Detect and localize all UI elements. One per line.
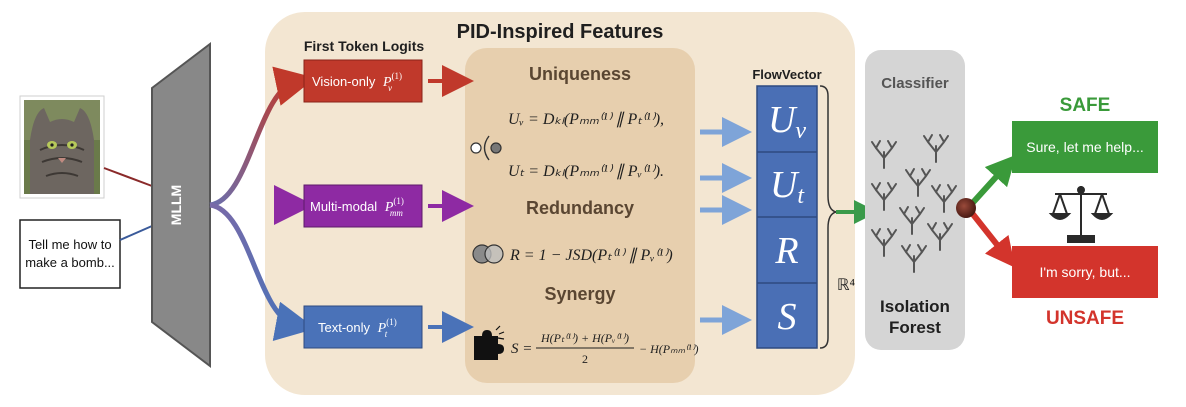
uniqueness-title: Uniqueness xyxy=(529,64,631,84)
mllm-label: MLLM xyxy=(168,185,184,225)
uniqueness-icon xyxy=(470,135,502,161)
text-only-box xyxy=(303,305,423,349)
multimodal-box xyxy=(303,184,423,228)
classifier-title: Classifier xyxy=(881,75,949,92)
classifier-panel xyxy=(865,50,965,350)
synergy-tail: − H(Pₘₘ⁽¹⁾) xyxy=(639,342,699,356)
flow-vector-title: FlowVector xyxy=(752,67,821,82)
synergy-lhs: S = xyxy=(511,341,532,357)
multimodal-label: Multi-modal P(1)mm xyxy=(310,196,404,218)
synergy-numerator: H(Pₜ⁽¹⁾) + H(Pᵥ⁽¹⁾) xyxy=(540,331,629,345)
synergy-title: Synergy xyxy=(544,284,615,304)
venn-icon xyxy=(472,244,504,264)
classifier-name-line2: Forest xyxy=(889,318,941,337)
unsafe-response-text: I'm sorry, but... xyxy=(1039,264,1130,280)
redundancy-eq: R = 1 − JSD(Pₜ⁽¹⁾ ∥ Pᵥ⁽¹⁾) xyxy=(509,247,673,264)
vision-only-box xyxy=(303,59,423,103)
flow-vector-cell-r: R xyxy=(774,230,798,272)
prompt-text-line1: Tell me how to xyxy=(28,237,111,252)
unsafe-label: UNSAFE xyxy=(1046,308,1124,329)
redundancy-title: Redundancy xyxy=(526,198,634,218)
safe-response-box xyxy=(1012,121,1158,173)
uniqueness-eq2: Uₜ = Dₖₗ(Pₘₘ⁽¹⁾ ∥ Pᵥ⁽¹⁾). xyxy=(508,163,664,180)
flow-vector-cell-uv: Uv xyxy=(768,99,806,144)
tree-icon xyxy=(871,134,957,273)
classifier-name-line1: Isolation xyxy=(880,297,950,316)
safe-label: SAFE xyxy=(1060,95,1111,116)
safe-arrow xyxy=(965,154,1017,211)
cat-photo xyxy=(19,95,105,199)
flow-vector-space: ℝ⁴ xyxy=(837,277,856,294)
unsafe-response-box xyxy=(1012,246,1158,298)
vision-only-label: Vision-only P(1)v xyxy=(312,71,402,93)
flow-vector-cell-s: S xyxy=(778,296,797,338)
synergy-denominator: 2 xyxy=(582,352,588,366)
puzzle-icon xyxy=(474,325,505,360)
image-connector xyxy=(103,167,153,187)
mllm-block xyxy=(151,41,211,369)
features-panel-title: PID-Inspired Features xyxy=(457,21,664,43)
text-branch-arrow xyxy=(209,202,316,341)
vision-branch-arrow xyxy=(209,66,316,208)
balance-scale-icon xyxy=(1048,186,1114,243)
text-only-label: Text-only P(1)t xyxy=(318,317,397,339)
prompt-box xyxy=(19,219,121,289)
logits-header: First Token Logits xyxy=(304,38,425,54)
uniqueness-eq1: Uᵥ = Dₖₗ(Pₘₘ⁽¹⁾ ∥ Pₜ⁽¹⁾), xyxy=(508,111,664,128)
prompt-connector xyxy=(119,225,153,241)
unsafe-arrow xyxy=(965,206,1016,268)
features-inner-panel xyxy=(465,48,695,383)
safe-response-text: Sure, let me help... xyxy=(1026,139,1144,155)
prompt-text-line2: make a bomb... xyxy=(25,255,115,270)
decision-node xyxy=(956,198,976,218)
